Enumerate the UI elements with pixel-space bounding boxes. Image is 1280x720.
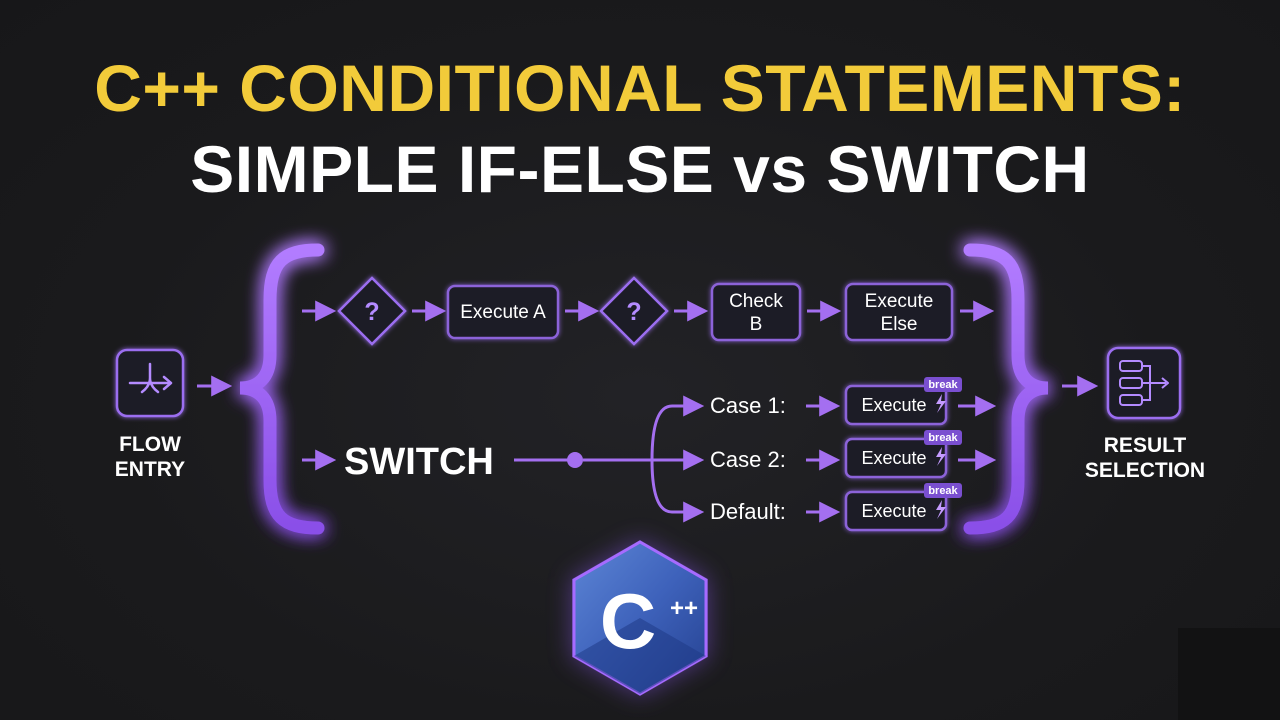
- result-label-1: RESULT: [1104, 434, 1187, 457]
- case-2-break-badge: [924, 430, 962, 445]
- flow-entry-label-1: FLOW: [119, 433, 181, 456]
- default-execute-box: [844, 490, 948, 532]
- case-2-execute-box: [844, 437, 948, 479]
- default-execute-label: Execute: [861, 501, 926, 521]
- if-else-row: ? Execute A ? Check B Execute Else: [302, 276, 995, 346]
- execute-a-box: Execute A: [446, 284, 560, 340]
- result-label-2: SELECTION: [1085, 459, 1205, 482]
- cpp-logo: C ++: [572, 540, 708, 696]
- left-brace: [239, 243, 325, 535]
- case-1-break-label: break: [928, 379, 958, 391]
- case-1-label: Case 1:: [710, 393, 786, 418]
- case-1-break-badge: [924, 377, 962, 392]
- check-b-label-2: B: [750, 314, 763, 335]
- execute-a-label: Execute A: [460, 302, 546, 323]
- flow-entry: FLOW ENTRY: [115, 348, 185, 481]
- case-2-execute-label: Execute: [861, 448, 926, 468]
- lightning-icon: [936, 500, 946, 519]
- result-selection: RESULT SELECTION: [1085, 346, 1205, 482]
- lightning-icon: [936, 447, 946, 466]
- case-1-execute-box: [844, 384, 948, 426]
- decision-diamond-1: ?: [337, 276, 407, 346]
- default-break-badge: [924, 483, 962, 498]
- decision-2-label: ?: [626, 298, 641, 326]
- cpp-logo-suffix: ++: [670, 595, 698, 622]
- flow-entry-label-2: ENTRY: [115, 458, 185, 481]
- switch-label: SWITCH: [344, 441, 494, 483]
- default-label: Default:: [710, 499, 786, 524]
- case-2-break-label: break: [928, 432, 958, 444]
- cpp-logo-letter: C: [600, 577, 656, 665]
- check-b-label-1: Check: [729, 291, 783, 312]
- execute-else-box: Execute Else: [844, 282, 954, 342]
- decision-1-label: ?: [364, 298, 379, 326]
- switch-node: [567, 452, 583, 468]
- case-2-label: Case 2:: [710, 447, 786, 472]
- case-1-execute-label: Execute: [861, 395, 926, 415]
- corner-patch: [1178, 628, 1280, 720]
- title-line-1: C++ CONDITIONAL STATEMENTS:: [94, 51, 1186, 125]
- branch-default: [650, 459, 705, 523]
- default-break-label: break: [928, 485, 958, 497]
- execute-else-label-1: Execute: [865, 291, 934, 312]
- branch-case-1: [650, 395, 705, 461]
- title-line-2: SIMPLE IF-ELSE vs SWITCH: [190, 132, 1090, 206]
- decision-diamond-2: ?: [599, 276, 669, 346]
- switch-row: SWITCH Case 1: Execute break Case 2: Exe…: [302, 377, 997, 532]
- check-b-box: Check B: [710, 282, 802, 342]
- lightning-icon: [936, 394, 946, 413]
- execute-else-label-2: Else: [881, 314, 918, 335]
- right-brace: [963, 243, 1049, 535]
